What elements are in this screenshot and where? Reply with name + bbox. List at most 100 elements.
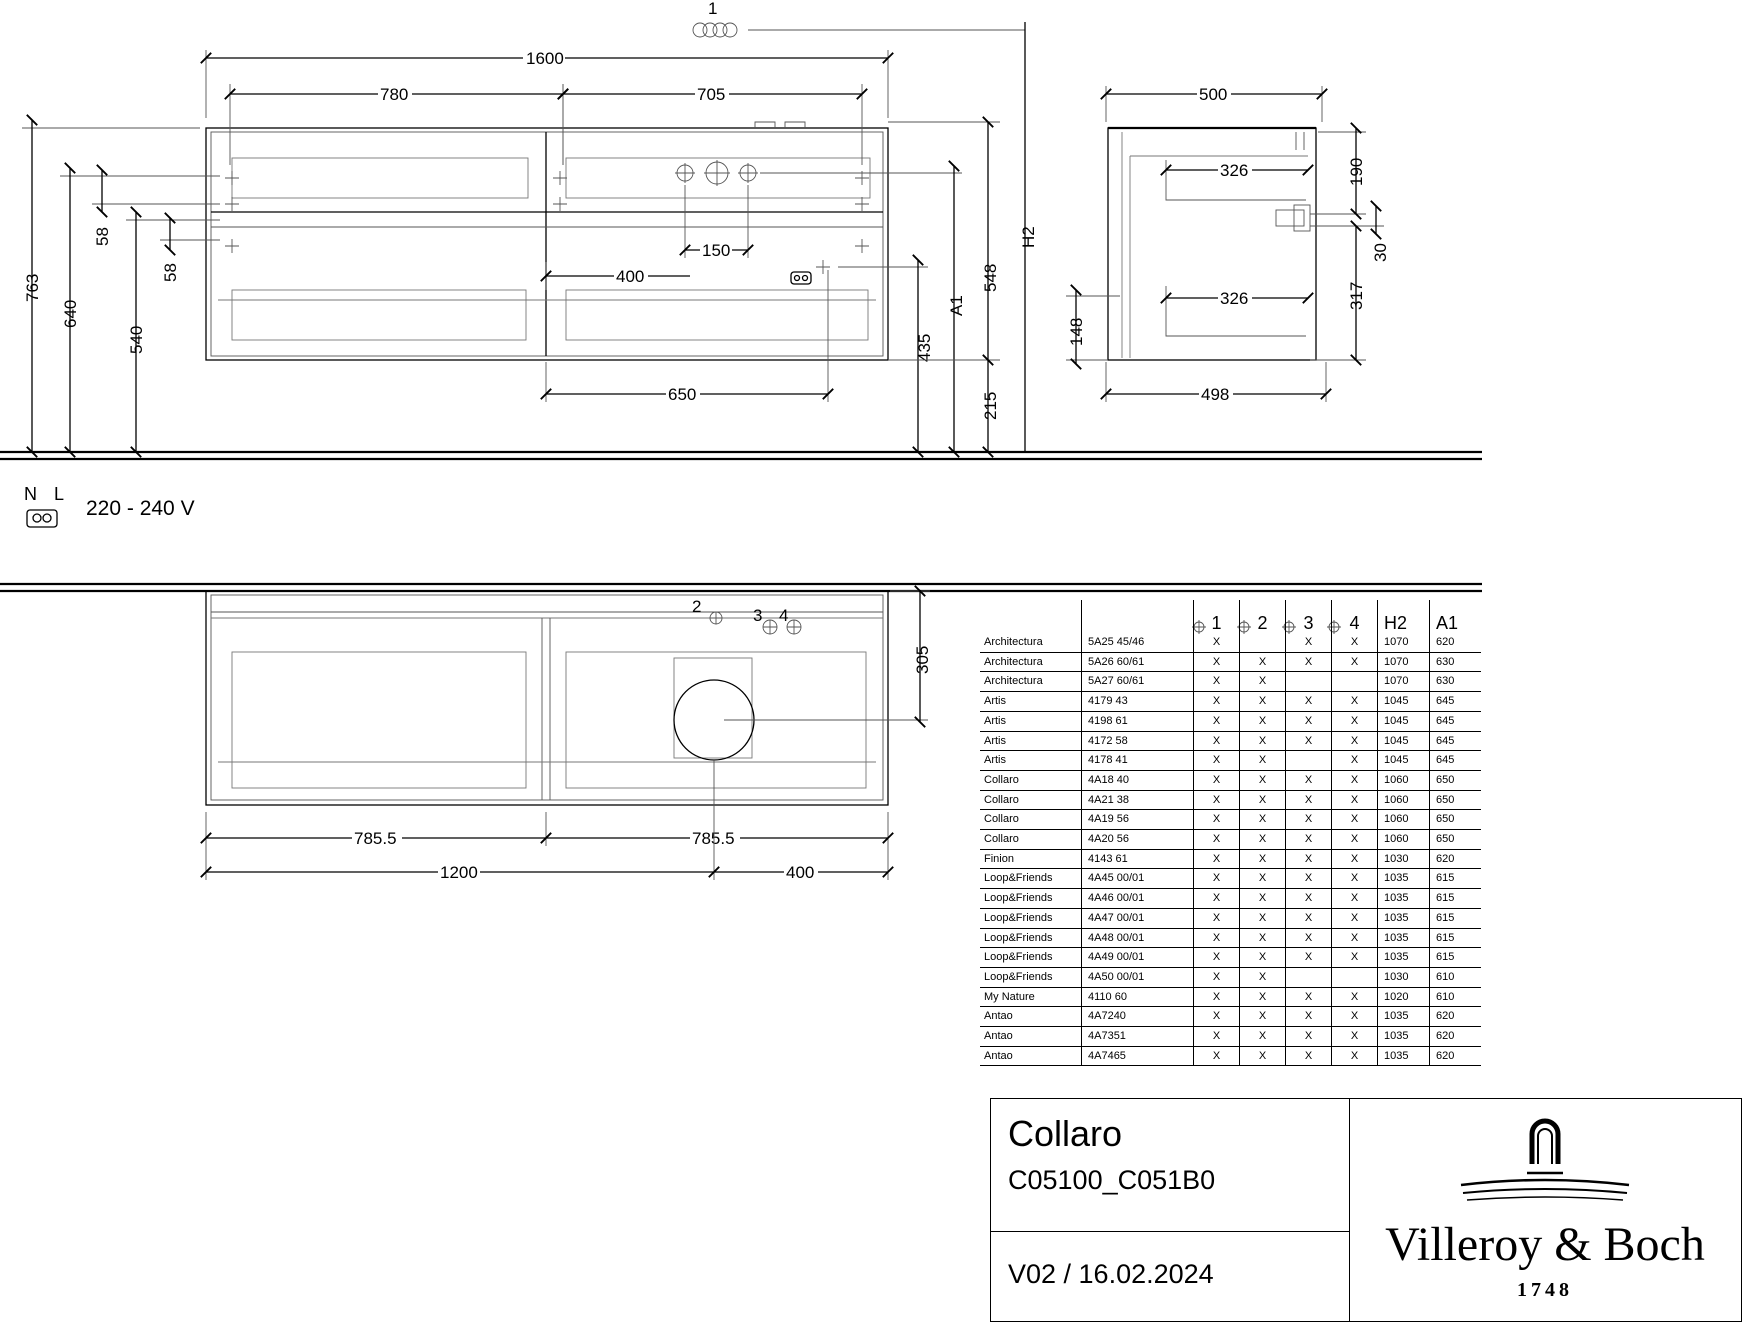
cell-tap-3 [1285,967,1332,988]
cell-tap-3: X [1285,790,1332,811]
cell-tap-1: X [1193,809,1240,831]
cell-tap-3: X [1285,770,1332,791]
callout-1: 1 [692,0,1026,452]
product-code: C05100_C051B0 [1008,1165,1216,1195]
cell-tap-3: X [1285,987,1332,1008]
dim-326-lower: 326 [1160,288,1314,308]
cell-tap-2: X [1239,691,1286,712]
dim-h2-label: H2 [1019,226,1038,248]
cell-tap-3: X [1285,1026,1332,1047]
cell-tap-3: X [1285,928,1332,949]
cell-tap-3: X [1285,888,1332,909]
dim-215-label: 215 [981,392,1000,420]
dim-150-label: 150 [702,241,730,260]
cell-series: Antao [980,1026,1082,1047]
cell-tap-1: X [1193,691,1240,712]
cell-a1: 615 [1429,888,1481,909]
cell-code: 4A46 00/01 [1081,888,1194,909]
cell-a1: 645 [1429,731,1481,752]
cell-tap-2: X [1239,770,1286,791]
cell-h2: 1070 [1377,652,1430,673]
cell-tap-2: X [1239,888,1286,909]
table-header-row: 1 2 3 4 H2 A1 [980,600,1481,633]
cell-tap-4: X [1331,750,1378,771]
dim-500: 500 [1100,84,1328,122]
cell-tap-4: X [1331,947,1378,968]
cell-tap-3: X [1285,908,1332,929]
cell-tap-1: X [1193,790,1240,811]
cell-code: 4A7240 [1081,1006,1194,1028]
cell-tap-1: X [1193,750,1240,771]
brand-name: Villeroy & Boch [1385,1218,1705,1271]
cell-tap-2: X [1239,671,1286,693]
dim-780-label: 780 [380,85,408,104]
cell-h2: 1060 [1377,809,1430,831]
dim-785-left-label: 785.5 [354,829,397,848]
cell-series: Architectura [980,652,1082,673]
dim-58-a: 58 [92,164,220,246]
cell-code: 4A21 38 [1081,790,1194,811]
version-date: V02 / 16.02.2024 [1008,1259,1214,1289]
dim-326-lower-label: 326 [1220,289,1248,308]
cell-tap-3: X [1285,809,1332,831]
dim-1200-label: 1200 [440,863,478,882]
cell-series: Artis [980,691,1082,712]
cell-tap-2: X [1239,1026,1286,1047]
cell-tap-2: X [1239,829,1286,850]
cell-tap-3: X [1285,711,1332,732]
cell-tap-1: X [1193,868,1240,890]
cell-tap-1: X [1193,987,1240,1008]
cell-tap-4: X [1331,1046,1378,1067]
cell-h2: 1035 [1377,1006,1430,1028]
cell-a1: 615 [1429,868,1481,890]
cell-series: Artis [980,731,1082,752]
cell-h2: 1035 [1377,928,1430,949]
cell-a1: 610 [1429,987,1481,1008]
dim-763: 763 [22,114,200,458]
dim-30: 30 [1310,200,1390,262]
title-block-info: Collaro C05100_C051B0 V02 / 16.02.2024 [991,1099,1350,1321]
cell-tap-4 [1331,967,1378,988]
dim-435: 435 [912,254,934,458]
cell-tap-4: X [1331,633,1378,653]
cell-tap-1: X [1193,770,1240,791]
dim-305-label: 305 [913,646,932,674]
cell-tap-2: X [1239,967,1286,988]
cell-tap-2: X [1239,750,1286,771]
dim-650-label: 650 [668,385,696,404]
header-code [1081,600,1194,633]
dim-1600: 1600 [200,48,894,118]
dim-540-label: 540 [127,326,146,354]
cell-tap-1: X [1193,849,1240,870]
cell-code: 4A48 00/01 [1081,928,1194,949]
cell-a1: 615 [1429,947,1481,968]
dim-h2: H2 [1019,226,1038,248]
cell-a1: 620 [1429,633,1481,653]
dim-500-label: 500 [1199,85,1227,104]
dim-498-label: 498 [1201,385,1229,404]
cell-series: Loop&Friends [980,888,1082,909]
cell-h2: 1070 [1377,671,1430,693]
top-view-cabinet [205,590,928,806]
dim-148: 148 [1066,284,1120,370]
cell-a1: 650 [1429,790,1481,811]
cell-tap-4: X [1331,711,1378,732]
cell-tap-1: X [1193,652,1240,673]
cell-h2: 1035 [1377,868,1430,890]
cell-tap-2: X [1239,908,1286,929]
plan-callouts: 2 3 4 [692,597,788,625]
cell-tap-2: X [1239,790,1286,811]
cell-h2: 1030 [1377,967,1430,988]
cell-tap-4: X [1331,908,1378,929]
cell-series: Collaro [980,790,1082,811]
cell-tap-1: X [1193,1006,1240,1028]
